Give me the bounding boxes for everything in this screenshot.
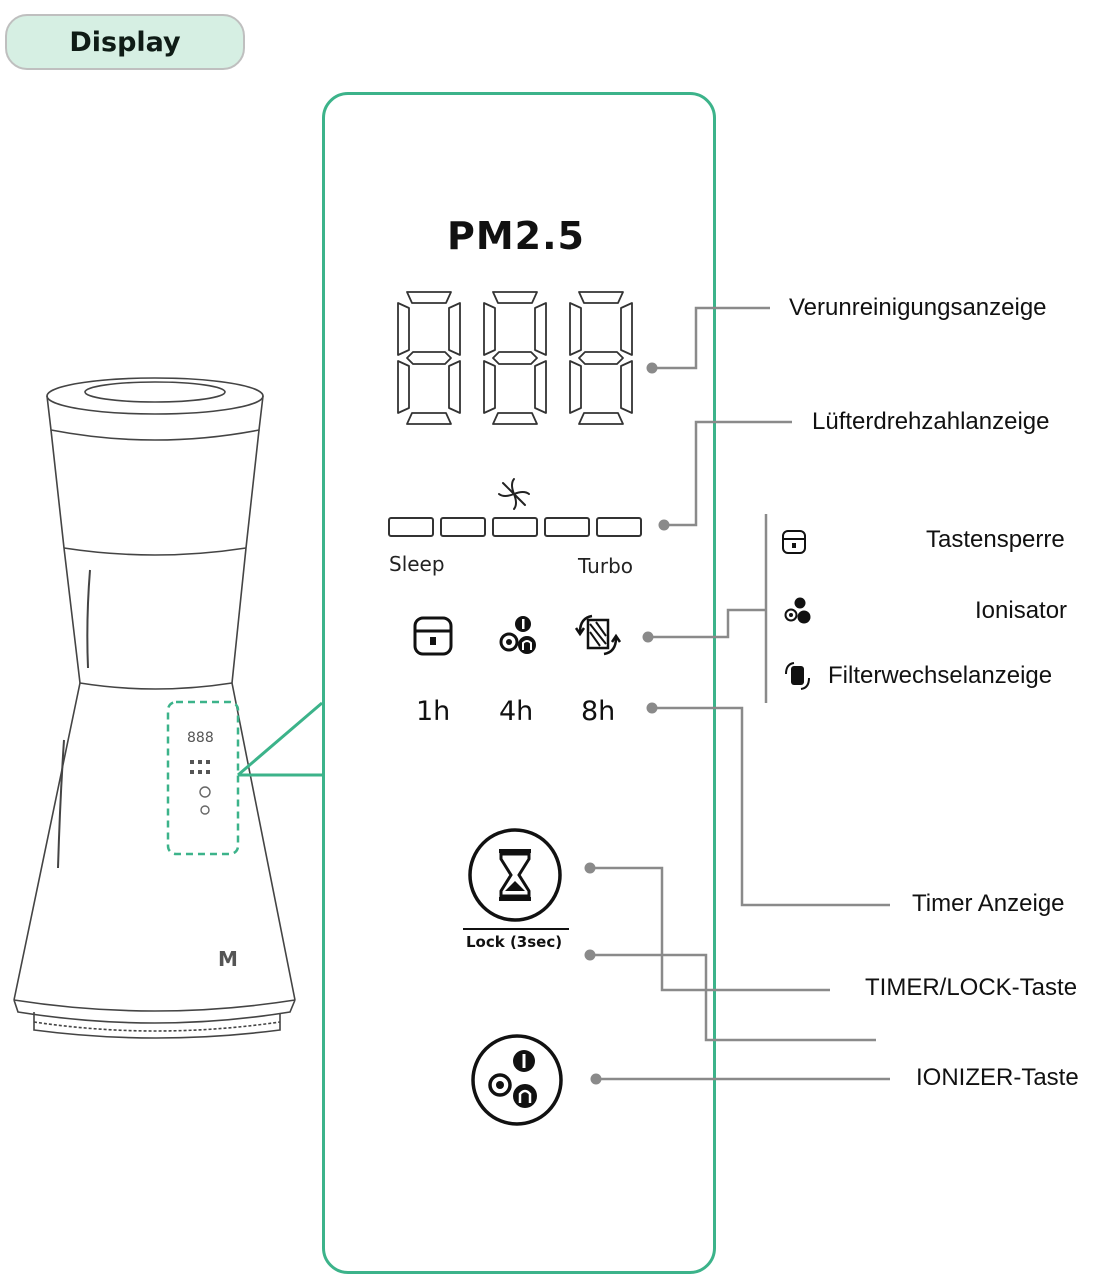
timer-option-8h: 8h xyxy=(581,696,616,727)
ionizer-button[interactable] xyxy=(470,1033,564,1127)
device-display-digits: 888 xyxy=(187,730,214,746)
callout-fan-speed: Lüfterdrehzahlanzeige xyxy=(812,408,1050,435)
fan-level-bar-5 xyxy=(596,517,642,537)
timer-option-1h: 1h xyxy=(416,696,451,727)
ionizer-icon xyxy=(499,616,536,654)
seven-segment-digit-2 xyxy=(483,291,547,425)
timer-option-4h: 4h xyxy=(499,696,534,727)
callout-filter-change: Filterwechselanzeige xyxy=(828,662,1053,689)
fan-speed-min-label: Sleep xyxy=(389,552,445,576)
fan-level-bar-2 xyxy=(440,517,486,537)
callout-ionizer-button: IONIZER-Taste xyxy=(916,1064,1079,1091)
callout-ionizer: Ionisator xyxy=(975,597,1068,624)
callout-pollution: Verunreinigungsanzeige xyxy=(789,294,1047,321)
legend-filter-change-icon xyxy=(785,662,810,690)
fan-level-bar-3 xyxy=(492,517,538,537)
callout-timer-lock-button: TIMER/LOCK-Taste xyxy=(865,974,1078,1001)
callout-key-lock: Tastensperre xyxy=(926,526,1065,553)
lock-icon xyxy=(413,616,453,656)
legend-lock-icon xyxy=(782,530,806,554)
legend-ionizer-icon xyxy=(784,597,811,624)
display-panel xyxy=(322,92,716,1274)
seven-segment-digit-3 xyxy=(569,291,633,425)
lock-hint-label: Lock (3sec) xyxy=(466,933,563,951)
hourglass-icon xyxy=(468,828,562,922)
filter-change-icon xyxy=(574,614,622,656)
ionizer-button-icon xyxy=(471,1034,563,1126)
pollution-digits xyxy=(397,291,633,425)
title-badge: Display xyxy=(5,14,245,70)
fan-speed-max-label: Turbo xyxy=(578,554,634,578)
fan-level-bar-1 xyxy=(388,517,434,537)
device-display-highlight xyxy=(166,700,240,856)
seven-segment-digit-1 xyxy=(397,291,461,425)
fan-level-bar-4 xyxy=(544,517,590,537)
fan-icon xyxy=(498,478,530,510)
pm-label: PM2.5 xyxy=(447,214,585,258)
air-purifier-illustration: 888 M xyxy=(13,377,323,1039)
brand-logo: M xyxy=(218,947,238,971)
callout-timer: Timer Anzeige xyxy=(912,890,1065,917)
timer-lock-button[interactable] xyxy=(467,827,563,923)
